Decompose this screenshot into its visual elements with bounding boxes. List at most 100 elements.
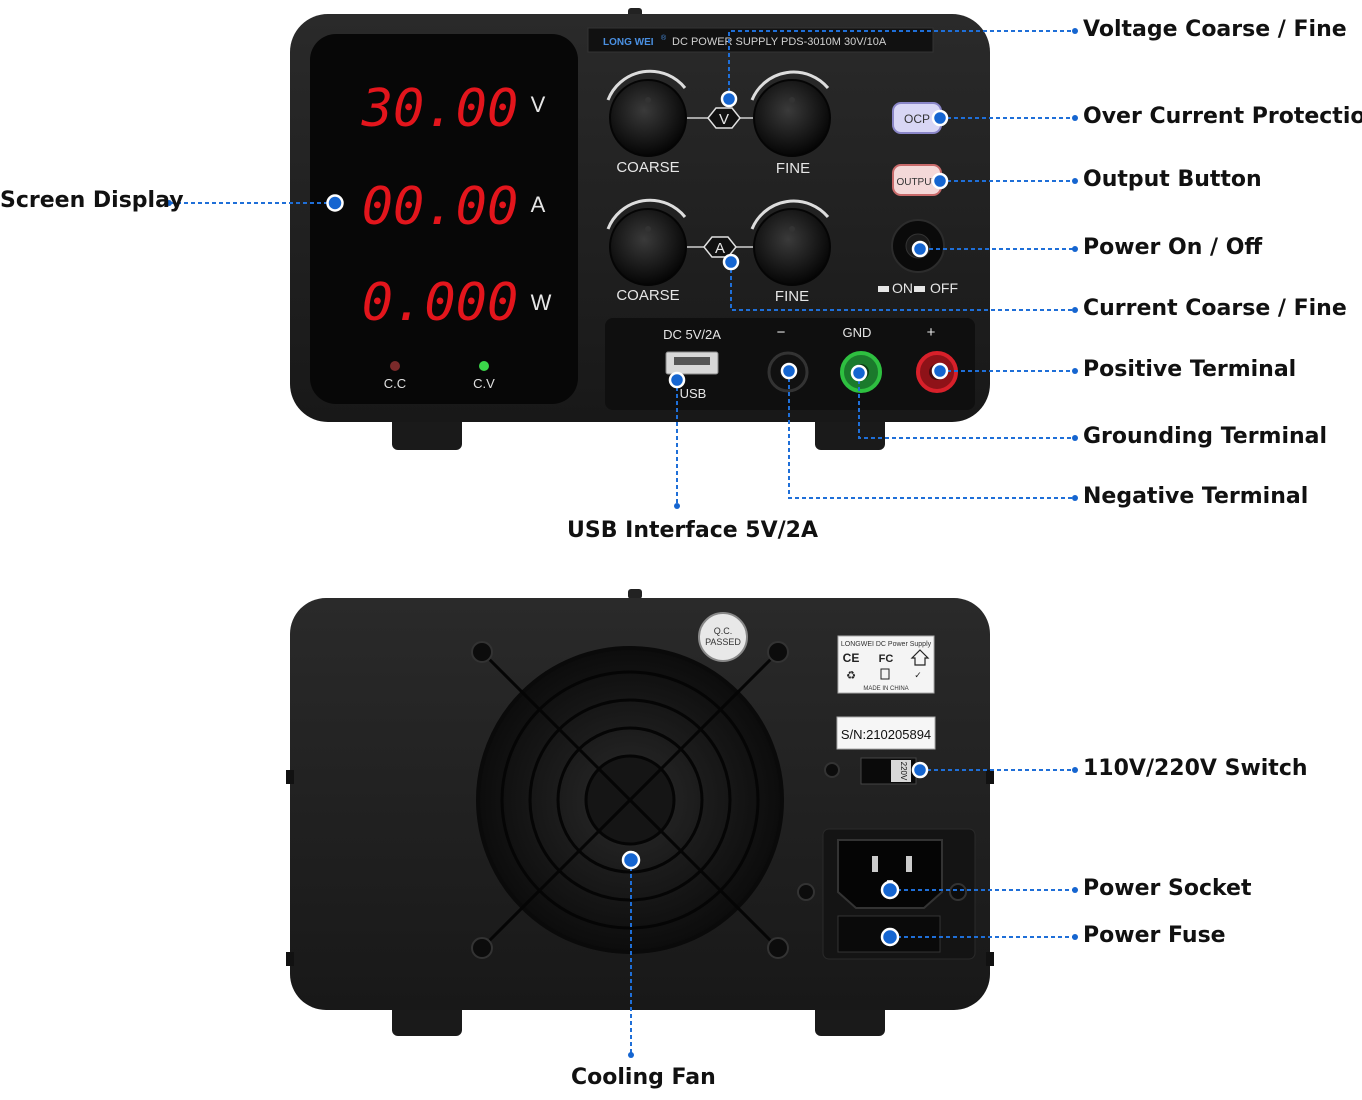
cc-label: C.C xyxy=(384,376,406,391)
front-unit: LONG WEI ® DC POWER SUPPLY PDS-3010M 30V… xyxy=(290,8,990,450)
callout-usb-interface: USB Interface 5V/2A xyxy=(567,518,819,543)
end-voltage-switch xyxy=(1072,767,1078,773)
dot-ocp xyxy=(931,109,949,127)
gnd-label: GND xyxy=(843,325,872,340)
end-negative xyxy=(1072,495,1078,501)
side-screw-right-top xyxy=(986,770,994,784)
output-label: OUTPUT xyxy=(896,177,937,188)
callout-power-on-off: Power On / Off xyxy=(1083,235,1263,260)
label-ce: CE xyxy=(843,651,860,665)
current-unit: A xyxy=(531,192,546,217)
label-title: LONGWEI DC Power Supply xyxy=(841,641,932,648)
home-icon xyxy=(910,649,930,666)
usb-port-slot xyxy=(674,357,710,365)
a-badge: A xyxy=(703,236,737,258)
voltage-unit: V xyxy=(531,92,546,117)
voltage-coarse-label: COARSE xyxy=(616,159,679,176)
recycle-icon: ♻ xyxy=(846,670,856,682)
current-coarse-label: COARSE xyxy=(616,287,679,304)
callout-voltage-coarse-fine: Voltage Coarse / Fine xyxy=(1083,17,1347,42)
a-badge-text: A xyxy=(715,240,725,257)
current-fine-label: FINE xyxy=(775,288,809,305)
cc-led xyxy=(390,361,400,371)
usb-rating-label: DC 5V/2A xyxy=(663,327,721,342)
end-current xyxy=(1072,307,1078,313)
callout-grounding-terminal: Grounding Terminal xyxy=(1083,424,1328,449)
end-screen-display xyxy=(166,200,172,206)
leader-lines xyxy=(170,30,1074,1055)
callout-power-socket: Power Socket xyxy=(1083,876,1252,901)
callout-power-fuse: Power Fuse xyxy=(1083,923,1226,948)
dot-voltage-knobs xyxy=(720,90,738,108)
dot-usb xyxy=(668,371,686,389)
end-positive xyxy=(1072,368,1078,374)
cv-led xyxy=(479,361,489,371)
v-badge: V xyxy=(707,107,741,129)
fan-screws xyxy=(471,641,789,959)
end-power xyxy=(1072,246,1078,252)
dot-positive xyxy=(931,362,949,380)
current-readout: 00.00 xyxy=(362,177,519,237)
dot-output xyxy=(931,172,949,190)
power-unit: W xyxy=(531,290,552,315)
side-screw-left-top xyxy=(286,770,294,784)
cv-label: C.V xyxy=(473,376,495,391)
current-fine-knob[interactable] xyxy=(750,199,831,286)
callout-output-button: Output Button xyxy=(1083,167,1262,192)
callout-cooling-fan: Cooling Fan xyxy=(571,1065,716,1090)
plus-label: + xyxy=(927,324,936,341)
back-unit: Q.C. PASSED LONGWEI DC Power Supply CE F… xyxy=(286,589,994,1036)
voltage-fine-label: FINE xyxy=(776,160,810,177)
qc-line2: PASSED xyxy=(705,637,741,647)
bin-icon xyxy=(880,668,890,680)
callout-over-current-protection: Over Current Protection xyxy=(1083,104,1362,129)
serial-text: S/N:210205894 xyxy=(841,727,931,742)
side-screw-right-bottom xyxy=(986,952,994,966)
side-screw-left-bottom xyxy=(286,952,294,966)
voltage-coarse-knob[interactable] xyxy=(606,69,687,157)
switch-screw xyxy=(824,762,840,778)
voltage-switch-text: 220V xyxy=(899,762,908,781)
switch-off-label: OFF xyxy=(930,280,958,296)
end-fan xyxy=(628,1052,634,1058)
minus-label: − xyxy=(777,324,786,341)
end-fuse xyxy=(1072,934,1078,940)
dot-negative xyxy=(780,362,798,380)
callout-current-coarse-fine: Current Coarse / Fine xyxy=(1083,296,1347,321)
label-fc: FC xyxy=(879,653,894,665)
end-ocp xyxy=(1072,115,1078,121)
callout-positive-terminal: Positive Terminal xyxy=(1083,357,1297,382)
registered-mark: ® xyxy=(661,34,667,42)
end-socket xyxy=(1072,887,1078,893)
qc-sticker: Q.C. PASSED xyxy=(698,612,748,662)
leader-ground xyxy=(858,373,1074,439)
dot-voltage-switch xyxy=(911,761,929,779)
leader-negative xyxy=(788,371,1074,499)
callout-negative-terminal: Negative Terminal xyxy=(1083,484,1309,509)
leader-voltage-coarse-fine xyxy=(728,30,1074,99)
ocp-button[interactable]: OCP xyxy=(892,102,942,134)
display-window xyxy=(310,34,578,404)
dot-current-knobs xyxy=(722,253,740,271)
inlet-screw-left xyxy=(797,883,815,901)
model-text: DC POWER SUPPLY PDS-3010M 30V/10A xyxy=(672,36,887,48)
callout-screen-display: Screen Display xyxy=(0,188,184,213)
dot-cooling-fan xyxy=(621,850,641,870)
callout-voltage-switch: 110V/220V Switch xyxy=(1083,756,1308,781)
v-badge-text: V xyxy=(719,111,729,128)
voltage-fine-knob[interactable] xyxy=(750,70,831,157)
leader-dots xyxy=(166,28,1078,1058)
inlet-screw-right xyxy=(949,883,967,901)
voltage-selector-switch[interactable]: 220V xyxy=(860,757,917,785)
label-made: MADE IN CHINA xyxy=(863,686,908,692)
check-icon: ✓ xyxy=(914,670,922,680)
brand-text: LONG WEI xyxy=(603,37,654,48)
end-output xyxy=(1072,178,1078,184)
end-voltage xyxy=(1072,28,1078,34)
current-coarse-knob[interactable] xyxy=(606,198,687,286)
leader-current-coarse-fine xyxy=(730,262,1074,311)
on-symbol xyxy=(878,286,889,292)
dot-screen-display xyxy=(326,194,344,212)
